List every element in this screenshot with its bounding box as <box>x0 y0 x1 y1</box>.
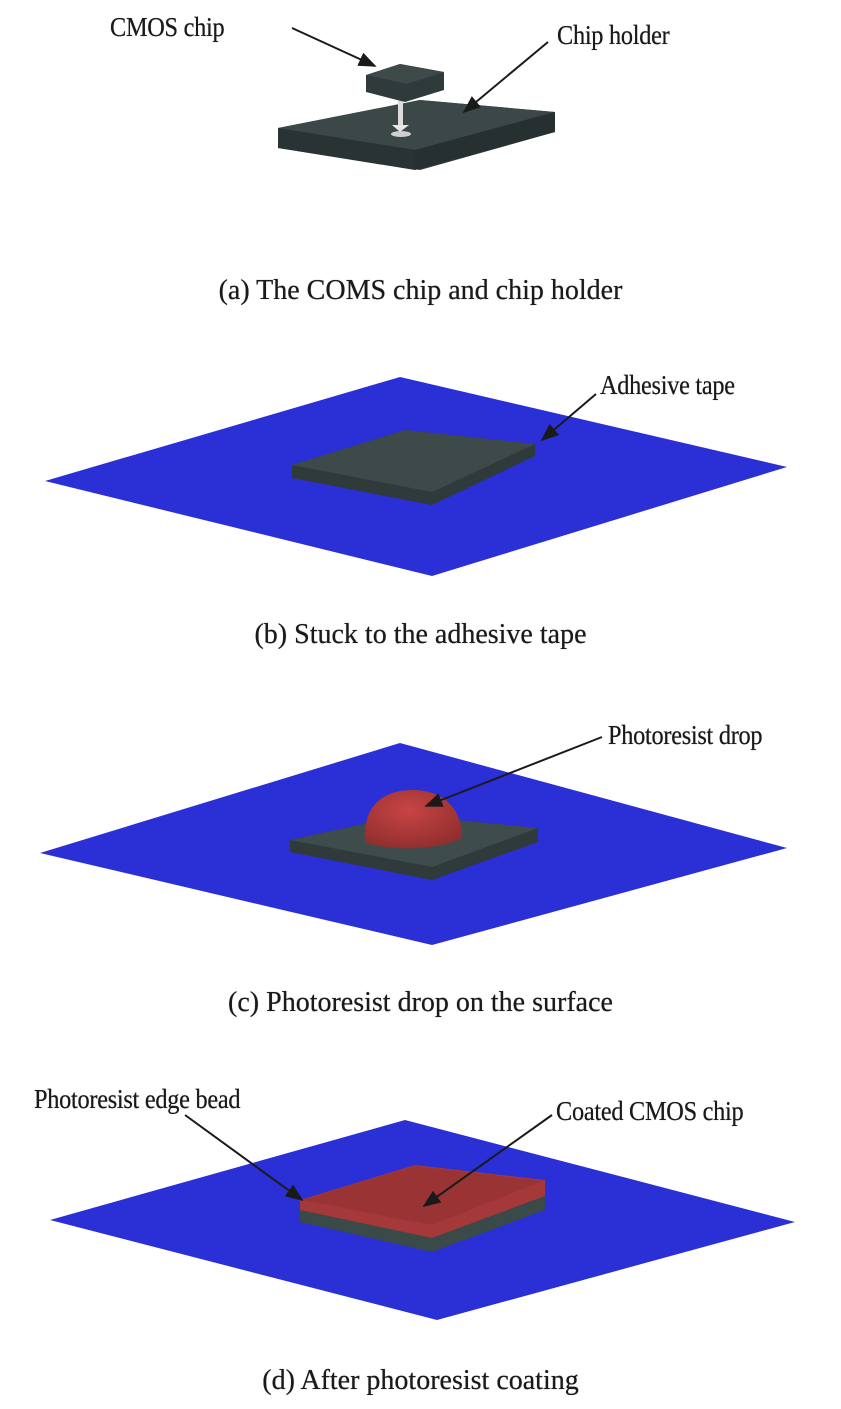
label-chip-holder: Chip holder <box>557 20 670 50</box>
arrow-coated-chip <box>422 1114 553 1208</box>
panel-b-illustration <box>45 377 787 576</box>
coated-cmos-chip <box>300 1165 545 1252</box>
label-photoresist-edge-bead: Photoresist edge bead <box>34 1084 241 1114</box>
caption-b: (b) Stuck to the adhesive tape <box>254 619 587 650</box>
panel-c-illustration <box>40 736 787 945</box>
label-photoresist-drop: Photoresist drop <box>608 720 763 750</box>
caption-a: (a) The COMS chip and chip holder <box>218 275 623 306</box>
arrow-photoresist-drop <box>424 736 603 807</box>
panel-a-illustration <box>278 27 555 170</box>
cmos-chip <box>366 64 444 102</box>
caption-d: (d) After photoresist coating <box>262 1365 579 1396</box>
holder-pin <box>391 100 411 137</box>
chip-holder <box>278 100 555 170</box>
label-adhesive-tape: Adhesive tape <box>600 370 735 400</box>
panel-d-illustration <box>50 1114 795 1320</box>
arrow-chip-holder <box>462 41 549 114</box>
label-cmos-chip: CMOS chip <box>110 12 225 42</box>
label-coated-cmos-chip: Coated CMOS chip <box>556 1096 744 1126</box>
arrow-edge-bead <box>184 1114 304 1202</box>
arrow-cmos-chip <box>291 27 377 67</box>
cmos-chip <box>292 430 535 505</box>
caption-c: (c) Photoresist drop on the surface <box>228 987 613 1018</box>
arrow-adhesive-tape <box>540 393 597 442</box>
